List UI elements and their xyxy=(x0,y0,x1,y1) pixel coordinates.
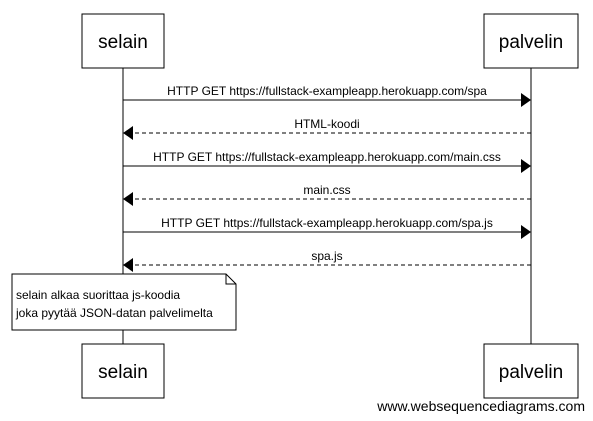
message-label-2: HTML-koodi xyxy=(294,117,359,131)
participant-server-bottom: palvelin xyxy=(483,343,579,399)
message-label-5: HTTP GET https://fullstack-exampleapp.he… xyxy=(161,216,493,230)
participant-browser-label-bottom: selain xyxy=(98,362,148,383)
message-label-4: main.css xyxy=(303,183,350,197)
participant-server-label-bottom: palvelin xyxy=(499,362,563,383)
footer-watermark: www.websequencediagrams.com xyxy=(377,398,585,414)
participant-browser-label: selain xyxy=(98,32,148,53)
participant-server-label: palvelin xyxy=(499,32,563,53)
message-label-6: spa.js xyxy=(311,249,342,263)
participant-browser-bottom: selain xyxy=(81,343,165,399)
participant-server-top: palvelin xyxy=(483,13,579,69)
messages: HTTP GET https://fullstack-exampleapp.he… xyxy=(123,84,531,272)
note-line-1: selain alkaa suorittaa js-koodia xyxy=(16,288,180,302)
message-label-3: HTTP GET https://fullstack-exampleapp.he… xyxy=(153,150,501,164)
note-line-2: joka pyytää JSON-datan palvelimelta xyxy=(15,306,213,320)
message-label-1: HTTP GET https://fullstack-exampleapp.he… xyxy=(167,84,487,98)
note: selain alkaa suorittaa js-koodia joka py… xyxy=(11,273,237,331)
participant-browser-top: selain xyxy=(81,13,165,69)
